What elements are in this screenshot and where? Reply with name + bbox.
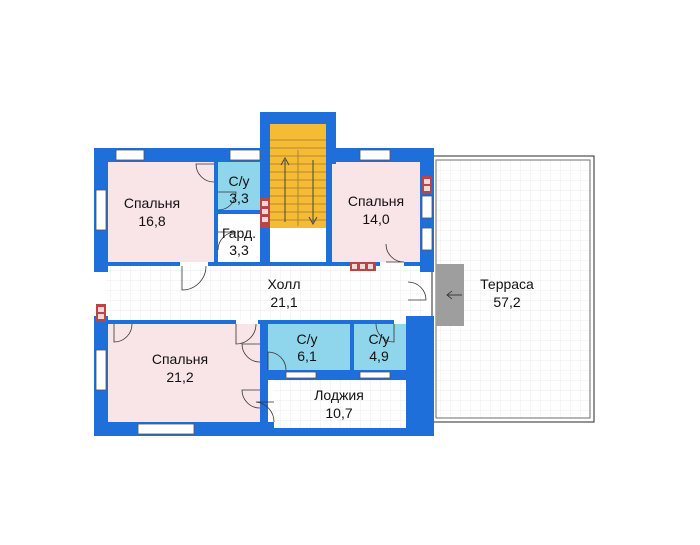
radiator-icon: [96, 304, 106, 322]
room-area: 6,1: [297, 348, 317, 364]
bathroom-1-area: [218, 162, 260, 210]
window: [359, 149, 391, 161]
room-area: 3,3: [229, 242, 249, 258]
room-area: 21,2: [166, 369, 193, 385]
door-openings: [180, 262, 406, 324]
room-labels: Спальня 16,8 С/у 3,3 Гард. 3,3 Спальня 1…: [124, 173, 534, 421]
hall-area: [106, 266, 424, 320]
room-area: 57,2: [493, 294, 520, 310]
bathroom-3-area: [354, 324, 406, 370]
room-name: Лоджия: [314, 387, 364, 403]
room-area: 21,1: [270, 294, 297, 310]
radiator-icon: [422, 176, 432, 194]
window: [95, 349, 107, 391]
room-name: Гард.: [222, 225, 256, 241]
vent-icons: [96, 176, 432, 322]
room-area: 14,0: [362, 211, 389, 227]
window: [229, 149, 261, 161]
room-name: Спальня: [152, 351, 208, 367]
window: [115, 149, 145, 161]
window: [285, 371, 317, 379]
room-area: 10,7: [325, 405, 352, 421]
loggia-area: [274, 380, 408, 428]
room-area: 4,9: [369, 348, 389, 364]
terrace-exit: [436, 264, 464, 326]
room-name: Холл: [268, 276, 301, 292]
window: [95, 189, 107, 231]
room-name: Спальня: [124, 195, 180, 211]
door-swings: [113, 163, 427, 423]
bedroom-1-area: [108, 162, 214, 262]
room-name: Терраса: [480, 276, 534, 292]
stair-steps: [270, 139, 326, 226]
bedroom-2-area: [332, 162, 422, 262]
room-area: 16,8: [138, 213, 165, 229]
room-name: С/у: [369, 331, 390, 347]
bathroom-2-area: [268, 324, 350, 370]
windows: [95, 149, 433, 435]
bedroom-3-area: [108, 324, 260, 424]
window: [359, 371, 391, 379]
window: [421, 227, 433, 251]
wardrobe-area: [218, 214, 260, 262]
window: [137, 423, 195, 435]
room-area: 3,3: [229, 190, 249, 206]
room-fills: [106, 124, 590, 428]
stair-arrows: [280, 156, 318, 226]
window: [421, 195, 433, 219]
room-name: С/у: [297, 331, 318, 347]
room-name: С/у: [229, 173, 250, 189]
room-name: Спальня: [348, 193, 404, 209]
